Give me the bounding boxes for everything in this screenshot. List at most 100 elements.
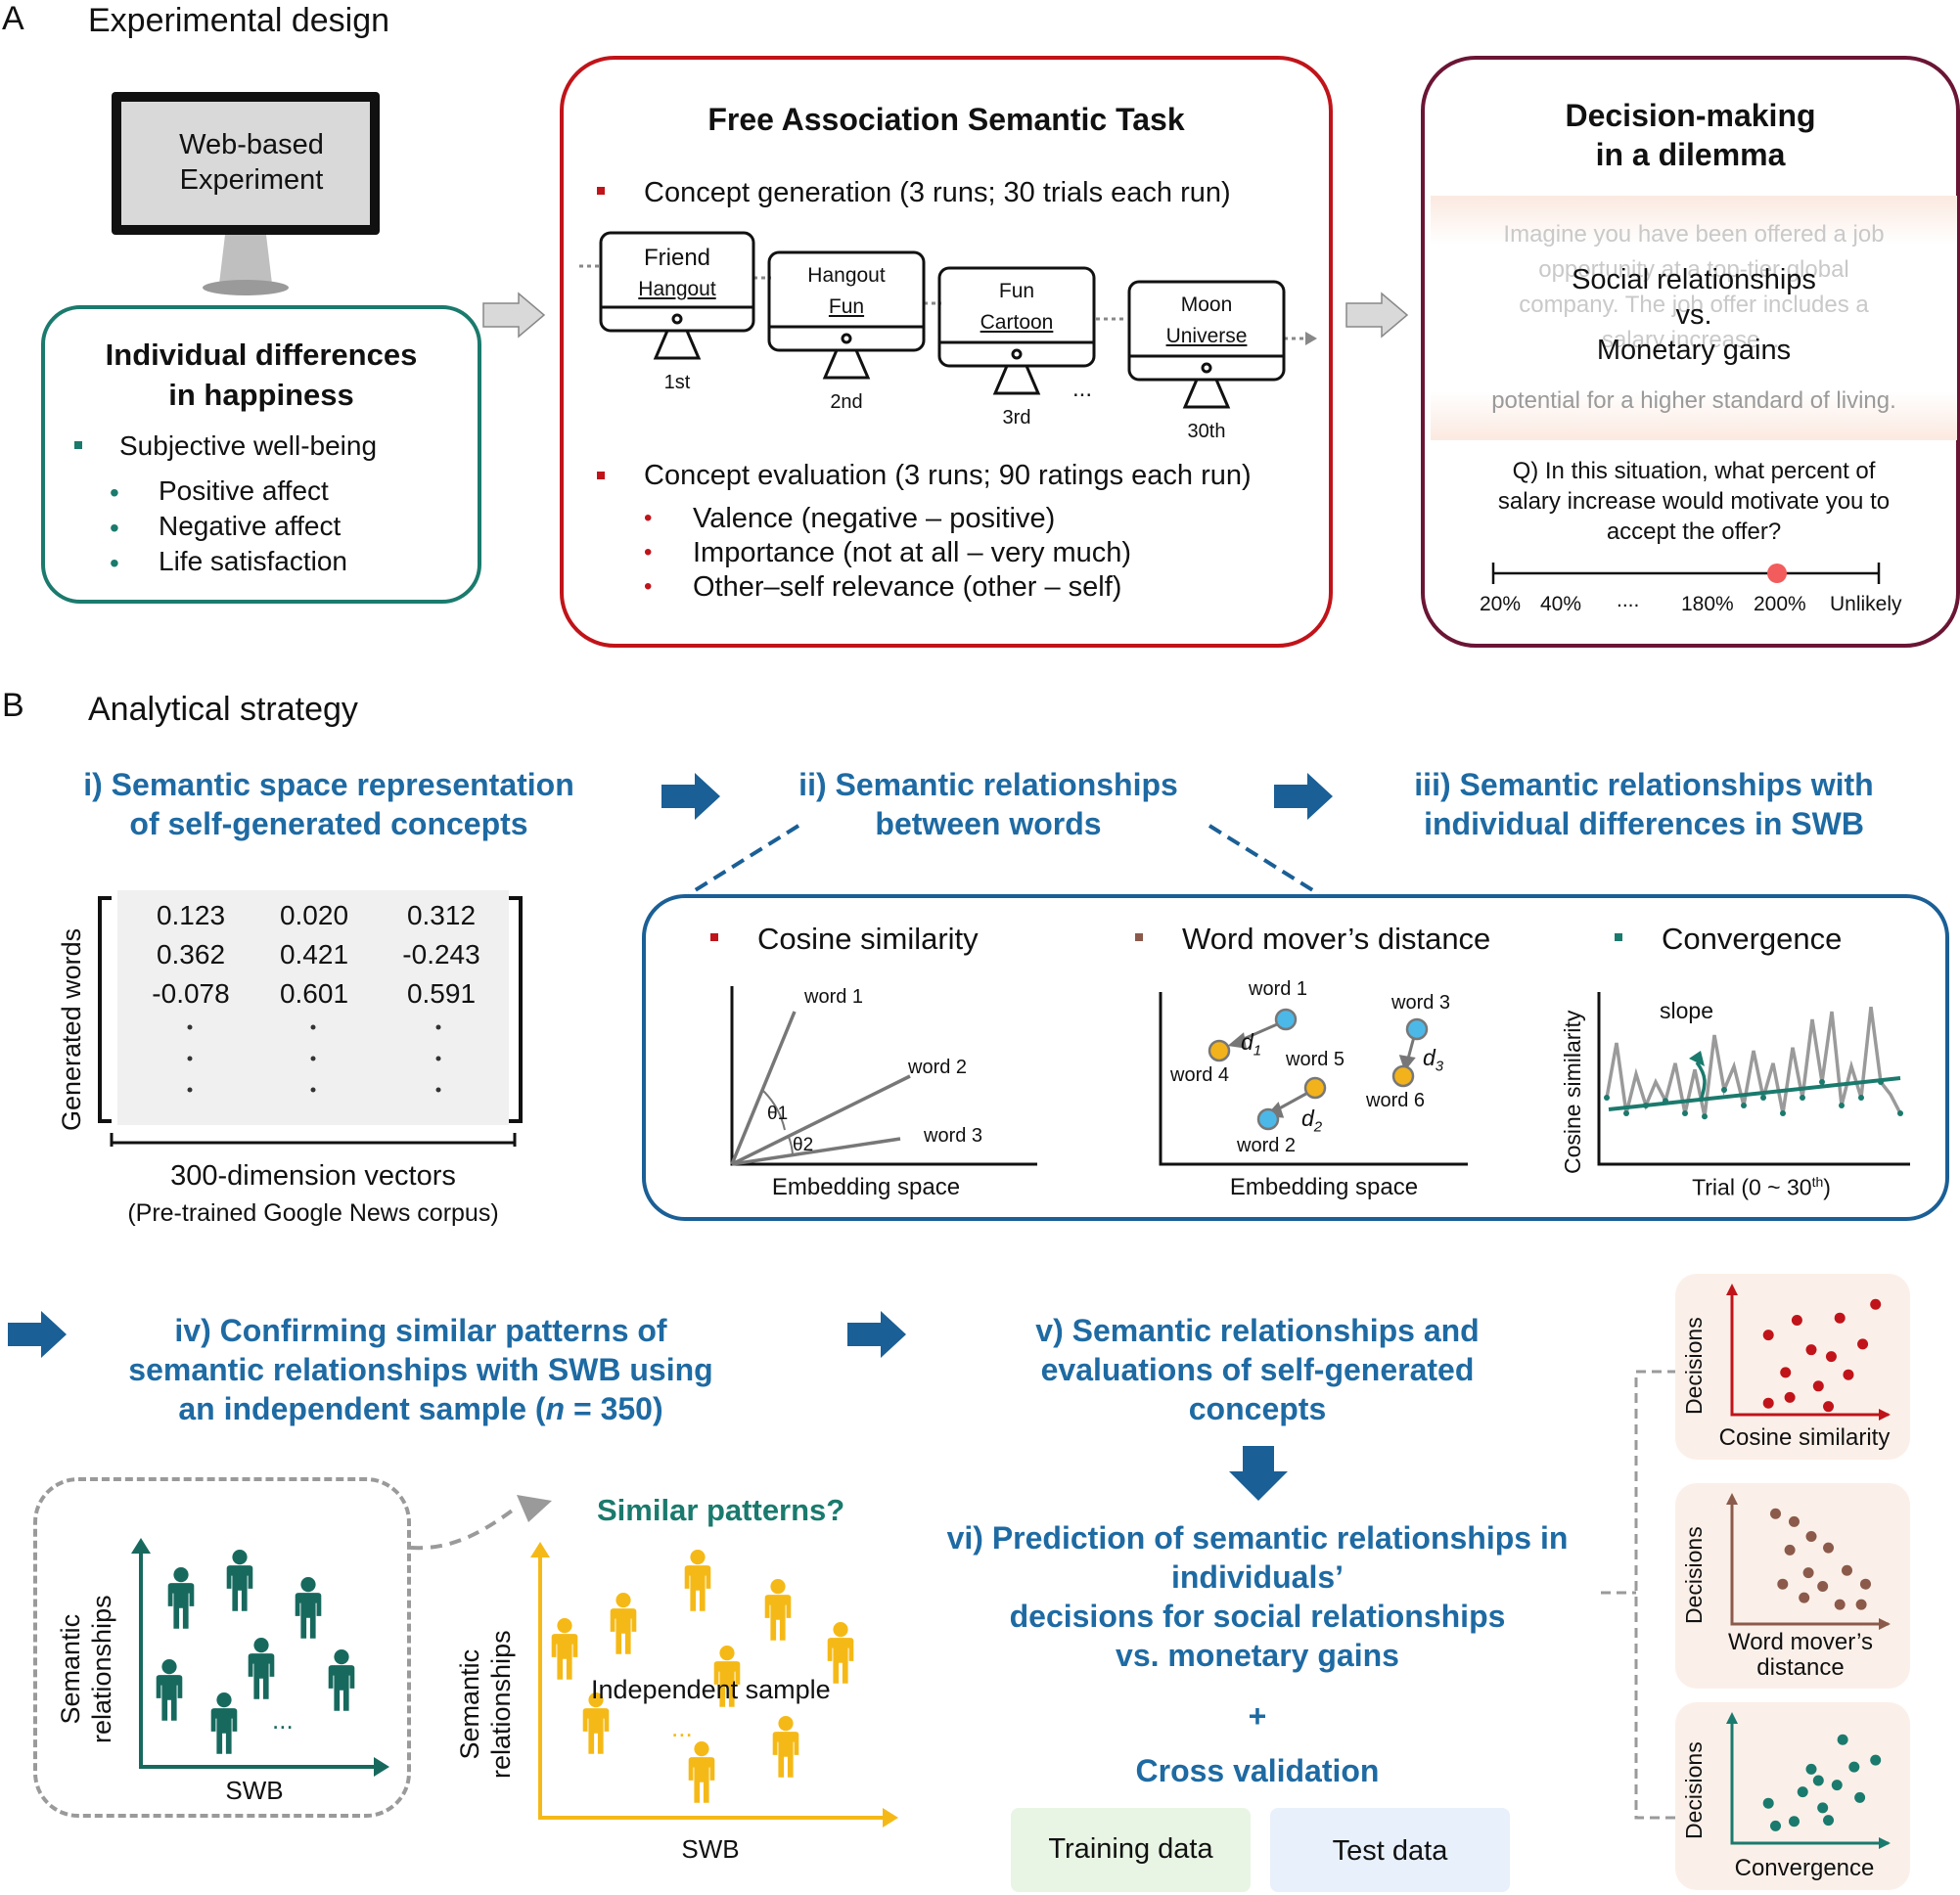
step-5-title: v) Semantic relationships and evaluation… xyxy=(1035,1313,1480,1426)
scatter-point xyxy=(1870,1298,1882,1310)
scatter-ylabel: Decisions xyxy=(1681,1526,1707,1624)
monitor-word-bottom: Cartoon xyxy=(980,311,1054,334)
wmd-word: word 6 xyxy=(1366,1090,1426,1111)
scale-label: 20% xyxy=(1480,593,1522,615)
monitor-word-bottom: Hangout xyxy=(638,278,716,300)
eval-item: Other–self relevance (other – self) xyxy=(693,571,1122,603)
blue-arrow-icon xyxy=(847,1311,906,1358)
scale-marker[interactable] xyxy=(1767,564,1787,583)
zoom-connector xyxy=(687,824,1321,896)
scatter-point xyxy=(1848,1761,1860,1773)
convergence-point xyxy=(1741,1103,1747,1108)
convergence-point xyxy=(1897,1110,1903,1116)
left-xlabel: SWB xyxy=(225,1776,284,1805)
scatter-point xyxy=(1802,1567,1814,1579)
matrix-cell: 0.591 xyxy=(406,978,477,1009)
step-4-title: iv) Confirming similar patterns of seman… xyxy=(128,1313,713,1426)
sub-item: Life satisfaction xyxy=(159,546,347,576)
step-6-title: vi) Prediction of semantic relationships… xyxy=(946,1520,1569,1673)
matrix-cell: 0.421 xyxy=(279,939,349,970)
cross-validation: Cross validation xyxy=(1135,1753,1380,1788)
distance-label: d2 xyxy=(1301,1105,1323,1136)
scatter-point xyxy=(1762,1797,1774,1809)
cosine-word: word 3 xyxy=(924,1125,983,1147)
convergence-point xyxy=(1760,1095,1766,1101)
scatter-point xyxy=(1784,1544,1796,1556)
person-icon xyxy=(582,1692,610,1754)
matrix-bg xyxy=(117,890,509,1125)
right-ellipsis: ... xyxy=(671,1713,693,1742)
monitor-word-bottom: Universe xyxy=(1165,325,1248,347)
dilemma-options: Social relationships vs. Monetary gains xyxy=(1572,264,1816,366)
scatter-point xyxy=(1842,1564,1852,1576)
response-scale[interactable] xyxy=(1487,558,1889,597)
convergence-point xyxy=(1604,1095,1610,1101)
convergence-point xyxy=(1721,1087,1727,1093)
person-icon xyxy=(551,1618,578,1680)
person-icon xyxy=(827,1622,854,1684)
person-icon xyxy=(295,1577,322,1639)
cosine-word: word 1 xyxy=(804,986,864,1008)
wmd-xlabel: Embedding space xyxy=(1229,1174,1419,1200)
monitor-word-bottom: Fun xyxy=(828,295,865,318)
person-icon xyxy=(713,1646,741,1707)
convergence-point xyxy=(1682,1110,1688,1116)
dot-bullet-icon: • xyxy=(110,548,119,578)
training-data-box xyxy=(1011,1808,1251,1892)
test-data-label: Test data xyxy=(1332,1835,1448,1867)
scatter-bracket xyxy=(1601,1370,1677,1820)
scenario-faded-text: Imagine you have been offered a job oppo… xyxy=(1503,221,1885,353)
gray-arrow-icon xyxy=(1345,292,1409,338)
matrix-cell: -0.243 xyxy=(402,939,480,970)
scatter-point xyxy=(1762,1397,1774,1409)
generation-text: Concept generation (3 runs; 30 trials ea… xyxy=(644,177,1231,208)
left-ylabel-rot: Semantic relationships xyxy=(56,1595,116,1743)
scatter-point xyxy=(1797,1786,1808,1798)
scale-label: 200% xyxy=(1754,593,1806,615)
square-bullet-icon xyxy=(74,441,82,449)
web-monitor-icon xyxy=(112,92,380,295)
scatter-xlabel: Convergence xyxy=(1734,1855,1875,1881)
scatter-point xyxy=(1823,1401,1835,1413)
scatter-point xyxy=(1788,1816,1800,1827)
person-icon xyxy=(167,1567,195,1629)
convergence-point xyxy=(1800,1095,1805,1101)
square-bullet-icon xyxy=(1615,933,1622,941)
scatter-point xyxy=(1855,1599,1867,1610)
scatter-point xyxy=(1762,1330,1774,1341)
scatter-point xyxy=(1777,1578,1789,1590)
scatter-xlabel: Cosine similarity xyxy=(1718,1424,1891,1451)
scatter-point xyxy=(1857,1338,1869,1350)
panel-a-letter: A xyxy=(2,0,24,37)
scatter-point xyxy=(1799,1592,1810,1603)
person-icon xyxy=(772,1716,799,1778)
scatter-point xyxy=(1843,1369,1854,1380)
blue-arrow-icon xyxy=(1274,773,1333,820)
dashed-arrow-icon xyxy=(410,1495,552,1551)
dilemma-title: Decision-making in a dilemma xyxy=(1565,98,1816,172)
scatter-xlabel: Word mover’s distance xyxy=(1727,1629,1874,1681)
scatter-point xyxy=(1854,1791,1866,1803)
wmd-word: word 5 xyxy=(1286,1049,1345,1070)
matrix-ylabel: Generated words xyxy=(57,927,86,1131)
blue-arrow-icon xyxy=(661,773,720,820)
monitor-label: 1st xyxy=(663,372,691,393)
plus-sign: + xyxy=(1248,1698,1267,1734)
right-ylabel-rot: Semantic relationships xyxy=(455,1630,516,1779)
cosine-title: Cosine similarity xyxy=(757,922,979,956)
angle-label: θ2 xyxy=(793,1135,814,1155)
wmd-title: Word mover’s distance xyxy=(1182,922,1491,956)
task-box xyxy=(560,56,1333,648)
dot-bullet-icon: • xyxy=(110,477,119,508)
scatter-point xyxy=(1817,1581,1829,1593)
person-icon xyxy=(210,1692,238,1754)
left-ellipsis: ... xyxy=(272,1705,294,1735)
monitor-word-top: Friend xyxy=(643,245,711,271)
distance-label: d1 xyxy=(1241,1029,1262,1060)
person-icon xyxy=(688,1741,715,1803)
scatter-point xyxy=(1805,1344,1817,1356)
square-bullet-icon xyxy=(597,187,605,195)
step-1-title: i) Semantic space representation of self… xyxy=(83,767,574,841)
scenario-faded-bottom: potential for a higher standard of livin… xyxy=(1491,387,1896,414)
sub-item: Positive affect xyxy=(159,475,329,506)
